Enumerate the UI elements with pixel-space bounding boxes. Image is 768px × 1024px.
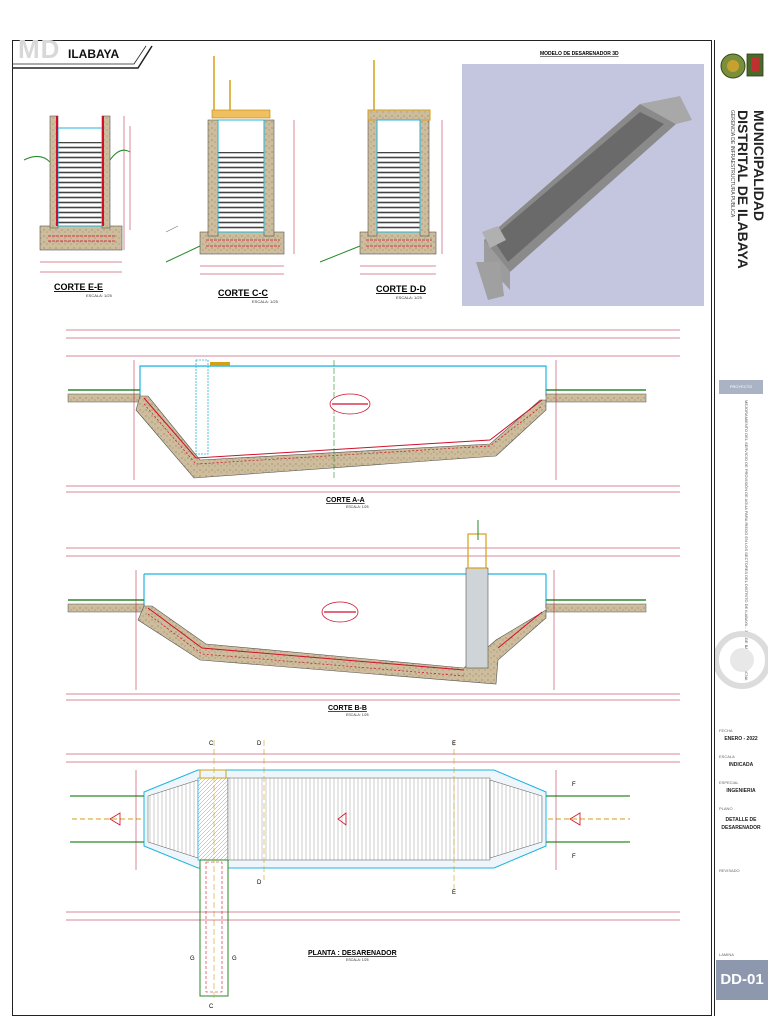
corte-dd-scale: ESCALA: 1/25 — [396, 295, 423, 300]
corte-bb-scale: ESCALA: 1/25 — [346, 713, 369, 717]
corte-ee-scale: ESCALA: 1/25 — [86, 293, 113, 298]
marker-g-right: G — [232, 956, 237, 962]
corte-ee-section — [23, 115, 131, 273]
entity-line1: MUNICIPALIDAD — [751, 110, 767, 221]
lamina-label: LAMINA — [719, 952, 734, 957]
corte-aa-scale: ESCALA: 1/25 — [346, 505, 369, 509]
plano-value: DETALLE DE DESARENADOR — [721, 817, 761, 831]
corte-bb-label: CORTE B-B — [328, 705, 367, 712]
entity-sub: GERENCIA DE INFRAESTRUCTURA PUBLICA — [729, 110, 735, 218]
marker-e-top: E — [452, 741, 456, 747]
corte-dd-label: CORTE D-D — [376, 284, 426, 294]
marker-g-left: G — [190, 956, 195, 962]
watermark-seal — [715, 631, 768, 689]
corte-bb-section — [66, 520, 680, 701]
corte-aa-label: CORTE A-A — [326, 497, 365, 504]
corte-cc-label: CORTE C-C — [218, 288, 268, 298]
marker-c-top: C — [209, 741, 214, 747]
planta-label: PLANTA : DESARENADOR — [308, 950, 397, 957]
corte-cc-scale: ESCALA: 1/25 — [252, 299, 279, 304]
plano-label: PLANO — [719, 806, 733, 811]
logo-text: ILABAYA — [68, 47, 120, 61]
title-block: MUNICIPALIDAD DISTRITAL DE ILABAYA GEREN… — [714, 40, 768, 1016]
marker-f-top: F — [572, 782, 576, 788]
entity-line2: DISTRITAL DE ILABAYA — [735, 110, 751, 269]
corte-ee-label: CORTE E-E — [54, 282, 103, 292]
corte-cc-section — [165, 56, 295, 275]
marker-c-bottom: C — [209, 1004, 214, 1010]
municipal-seal — [720, 53, 764, 79]
corte-aa-section — [66, 329, 680, 493]
revisado-label: REVISADO — [719, 868, 740, 873]
model-label: MODELO DE DESARENADOR 3D — [540, 51, 619, 57]
logo-banner-lines — [12, 45, 153, 69]
project-label: PROYECTO — [719, 380, 763, 394]
drawing-frame — [12, 40, 712, 1016]
fecha-value: ENERO - 2022 — [724, 736, 758, 742]
fecha-label: FECHA — [719, 728, 733, 733]
marker-f-bottom: F — [572, 854, 576, 860]
marker-d-top: D — [257, 741, 262, 747]
escala-label: ESCALA — [719, 754, 735, 759]
sheet-code: DD-01 — [716, 960, 768, 1000]
especialidad-value: INGENIERIA — [726, 788, 756, 794]
corte-dd-section — [319, 60, 443, 275]
planta-section — [66, 740, 680, 1000]
especialidad-label: ESPECIAL — [719, 780, 739, 785]
logo-mark: MD — [18, 34, 61, 64]
marker-e-bottom: E — [452, 890, 456, 896]
marker-d-bottom: D — [257, 880, 262, 886]
desarenador-3d-model — [462, 64, 704, 306]
planta-scale: ESCALA: 1/25 — [346, 958, 369, 962]
escala-value: INDICADA — [728, 762, 754, 768]
